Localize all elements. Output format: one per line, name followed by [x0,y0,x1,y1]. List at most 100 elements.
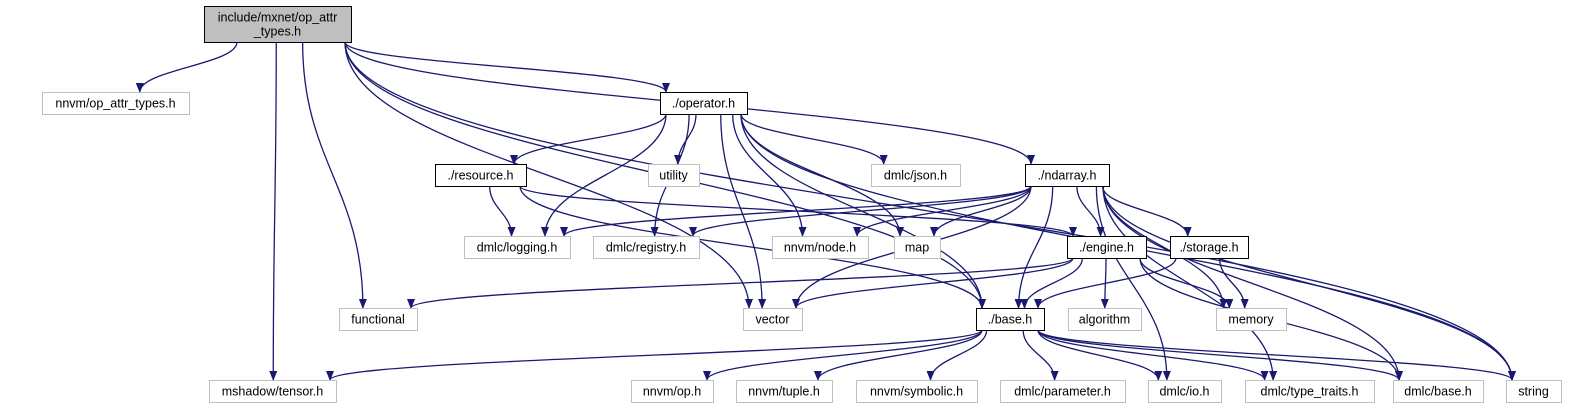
node-label: nnvm/op_attr_types.h [55,97,175,111]
node-box [976,308,1045,331]
node-label: _types.h [253,25,301,39]
edge-root-to-string [344,41,1516,381]
node-label: nnvm/tuple.h [748,385,820,399]
node-label: vector [755,313,789,327]
edge-base-to-string [1037,329,1516,381]
edge-operator-to-dmlc_json [740,113,888,165]
node-utility[interactable]: utility [648,164,700,187]
node-box [660,92,748,115]
edge-root-to-operator [344,41,670,93]
node-box [209,380,337,403]
node-label: dmlc/type_traits.h [1261,385,1359,399]
node-box [339,308,418,331]
node-nnvm-symbolic-h[interactable]: nnvm/symbolic.h [856,380,978,403]
node-box [1170,236,1249,259]
node-engine-h[interactable]: ./engine.h [1067,236,1147,259]
edge-root-to-mshadow_tensor [269,41,278,381]
edge-root-to-nnvm_op_attr [135,41,238,93]
edge-operator-to-nnvm_node [731,113,807,237]
node-nnvm-tuple-h[interactable]: nnvm/tuple.h [736,380,833,403]
node-box [1067,236,1147,259]
edge-base-to-dmlc_io [1037,329,1163,381]
node-ndarray-h[interactable]: ./ndarray.h [1025,164,1110,187]
edge-storage-to-base [1034,257,1177,309]
node-vector[interactable]: vector [743,308,803,331]
edge-ndarray-to-dmlc_type_traits [1102,185,1278,381]
node-map[interactable]: map [894,236,941,259]
edge-engine-to-vector [792,257,1074,309]
node-label: dmlc/parameter.h [1014,385,1111,399]
node-label: dmlc/registry.h [606,241,686,255]
node-box [1025,164,1110,187]
edge-base-to-dmlc_parameter [1022,329,1059,381]
edge-operator-to-resource [510,113,667,165]
edge-engine-to-base [1020,257,1084,309]
node-box [204,6,352,43]
edge-resource-to-base [519,185,986,309]
node-label: dmlc/json.h [884,169,947,183]
node-box [593,236,700,259]
node-box [1216,308,1287,331]
node-box [772,236,869,259]
node-label: dmlc/base.h [1404,385,1471,399]
node-dmlc-parameter-h[interactable]: dmlc/parameter.h [1000,380,1126,403]
node-dmlc-json-h[interactable]: dmlc/json.h [871,164,961,187]
node-nnvm-op-attr-types-h[interactable]: nnvm/op_attr_types.h [42,92,190,115]
node-label: functional [351,313,405,327]
node-label: mshadow/tensor.h [222,385,323,399]
node-dmlc-logging-h[interactable]: dmlc/logging.h [464,236,571,259]
node-functional[interactable]: functional [339,308,418,331]
node-box [1068,308,1142,331]
edge-ndarray-to-dmlc_logging [560,185,1032,237]
node-box [1393,380,1484,403]
edge-root-to-vector [344,41,753,309]
edge-ndarray-to-engine [1076,185,1105,237]
node-label: ./engine.h [1079,241,1134,255]
node-mshadow-tensor-h[interactable]: mshadow/tensor.h [209,380,337,403]
edge-operator-to-dmlc_logging [540,113,667,237]
node-storage-h[interactable]: ./storage.h [1170,236,1249,259]
node-box [1000,380,1126,403]
node-box [743,308,803,331]
edge-ndarray-to-map [930,185,1032,237]
edge-storage-to-memory [1218,257,1249,309]
edge-base-to-nnvm_tuple [813,329,983,381]
edge-root-to-functional [301,41,367,309]
node-box [736,380,833,403]
node-label: algorithm [1079,313,1130,327]
node-string[interactable]: string [1506,380,1562,403]
node-label: ./base.h [988,313,1033,327]
node-box [1506,380,1562,403]
node-label: ./resource.h [447,169,513,183]
node-algorithm[interactable]: algorithm [1068,308,1142,331]
node-dmlc-base-h[interactable]: dmlc/base.h [1393,380,1484,403]
node-dmlc-type-traits-h[interactable]: dmlc/type_traits.h [1245,380,1375,403]
node-base-h[interactable]: ./base.h [976,308,1045,331]
node-dmlc-registry-h[interactable]: dmlc/registry.h [593,236,700,259]
edge-ndarray-to-string [1102,185,1516,381]
node-label: dmlc/io.h [1159,385,1209,399]
edge-base-to-dmlc_base [1037,329,1403,381]
node-operator-h[interactable]: ./operator.h [660,92,748,115]
node-box [42,92,190,115]
node-label: memory [1228,313,1274,327]
node-box [856,380,978,403]
node-box [464,236,571,259]
node-box [435,164,527,187]
edge-ndarray-to-base [1014,185,1054,309]
node-memory[interactable]: memory [1216,308,1287,331]
node-box [894,236,941,259]
node-resource-h[interactable]: ./resource.h [435,164,527,187]
node-nnvm-op-h[interactable]: nnvm/op.h [631,380,714,403]
node-box [1245,380,1375,403]
node-label: nnvm/symbolic.h [870,385,963,399]
node-dmlc-io-h[interactable]: dmlc/io.h [1148,380,1222,403]
edge-ndarray-to-storage [1101,185,1192,237]
node-include-mxnet-op-attr-types-h[interactable]: include/mxnet/op_attr_types.h [204,6,352,43]
node-nnvm-node-h[interactable]: nnvm/node.h [772,236,869,259]
node-label: utility [659,169,688,183]
node-label: nnvm/op.h [643,385,701,399]
edge-operator-to-vector [720,113,767,309]
edge-base-to-mshadow_tensor [326,329,983,381]
